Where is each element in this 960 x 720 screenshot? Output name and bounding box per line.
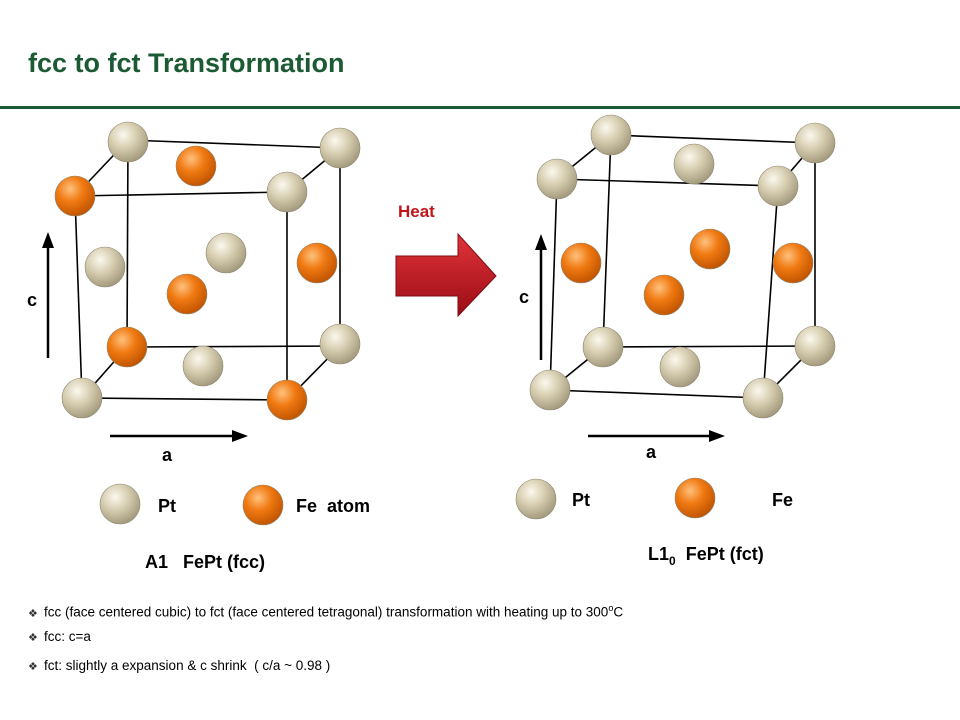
slide-title: fcc to fct Transformation [28, 48, 345, 78]
cube-edge [762, 185, 779, 399]
pt-atom [107, 121, 149, 163]
fe-legend-atom [242, 484, 284, 526]
fct-caption-sub: 0 [669, 554, 676, 568]
fe-atom [560, 242, 602, 284]
bullet-tail: C [613, 604, 624, 620]
fcc-axis-c-arrow [42, 232, 54, 358]
fcc-legend-pt: Pt [158, 496, 176, 516]
cube-edge [549, 389, 764, 399]
pt-atom [529, 369, 571, 411]
pt-atom [757, 165, 799, 207]
fcc-caption: A1 FePt (fcc) [145, 552, 265, 572]
cube-edge [127, 139, 341, 149]
cube-edge [556, 178, 779, 187]
fe-atom [689, 228, 731, 270]
bullet-item: ❖ fct: slightly a expansion & c shrink ( … [28, 652, 928, 681]
cube-edge [610, 134, 816, 144]
fct-legend-pt: Pt [572, 490, 590, 510]
pt-atom [673, 143, 715, 185]
fct-legend-fe: Fe [772, 490, 793, 510]
cube-edge [549, 178, 558, 391]
cube-edge [74, 191, 288, 197]
fe-atom [772, 242, 814, 284]
pt-atom [794, 122, 836, 164]
fct-caption: L10 FePt (fct) [648, 544, 764, 568]
fcc-atoms [54, 121, 361, 421]
fcc-legend-fe: Fe atom [296, 496, 370, 516]
pt-atom [582, 326, 624, 368]
pt-atom [266, 171, 308, 213]
fe-atom [166, 273, 208, 315]
diamond-bullet-icon: ❖ [28, 661, 38, 673]
fct-axis-c-arrow [535, 234, 547, 360]
pt-atom [61, 377, 103, 419]
cube-edge [602, 345, 816, 348]
fe-atom [643, 274, 685, 316]
bullet-text: fct: slightly a expansion & c shrink ( c… [44, 658, 331, 673]
heat-arrow [395, 232, 497, 318]
pt-atom [742, 377, 784, 419]
cube-edge [602, 134, 612, 348]
fct-caption-main: L1 [648, 544, 669, 564]
fe-atom [266, 379, 308, 421]
cube-edge [74, 195, 83, 399]
diamond-bullet-icon: ❖ [28, 607, 38, 620]
fct-atoms [529, 114, 836, 419]
pt-atom [536, 158, 578, 200]
fe-atom [175, 145, 217, 187]
heat-label: Heat [398, 202, 435, 221]
bullet-list: ❖ fcc (face centered cubic) to fct (face … [28, 594, 928, 681]
fe-atom [296, 242, 338, 284]
fcc-axis-c-label: c [27, 290, 37, 310]
fcc-axis-a-label: a [162, 445, 173, 465]
bullet-text: fcc: c=a [44, 629, 91, 644]
pt-atom [794, 325, 836, 367]
fe-legend-atom [674, 477, 716, 519]
bullet-text: fcc (face centered cubic) to fct (face c… [44, 604, 609, 620]
fe-atom [54, 175, 96, 217]
fct-axis-a-arrow [588, 430, 725, 442]
title-divider [0, 106, 960, 109]
pt-atom [182, 345, 224, 387]
bullet-superscript: o [608, 603, 614, 613]
pt-atom [590, 114, 632, 156]
pt-legend-atom [99, 483, 141, 525]
pt-atom [659, 346, 701, 388]
bullet-item: ❖ fcc: c=a [28, 623, 928, 652]
fcc-axis-a-arrow [110, 430, 248, 442]
fct-axis-c-label: c [519, 287, 529, 307]
cube-edge [126, 345, 341, 348]
pt-atom [319, 323, 361, 365]
bullet-item: ❖ fcc (face centered cubic) to fct (face … [28, 594, 928, 623]
pt-atom [319, 127, 361, 169]
cube-edge [126, 139, 129, 348]
fe-atom [106, 326, 148, 368]
fct-caption-rest: FePt (fct) [676, 544, 764, 564]
pt-atom [84, 246, 126, 288]
cube-edge [81, 397, 288, 401]
diamond-bullet-icon: ❖ [28, 632, 38, 644]
pt-legend-atom [515, 478, 557, 520]
pt-atom [205, 232, 247, 274]
fct-axis-a-label: a [646, 442, 657, 462]
